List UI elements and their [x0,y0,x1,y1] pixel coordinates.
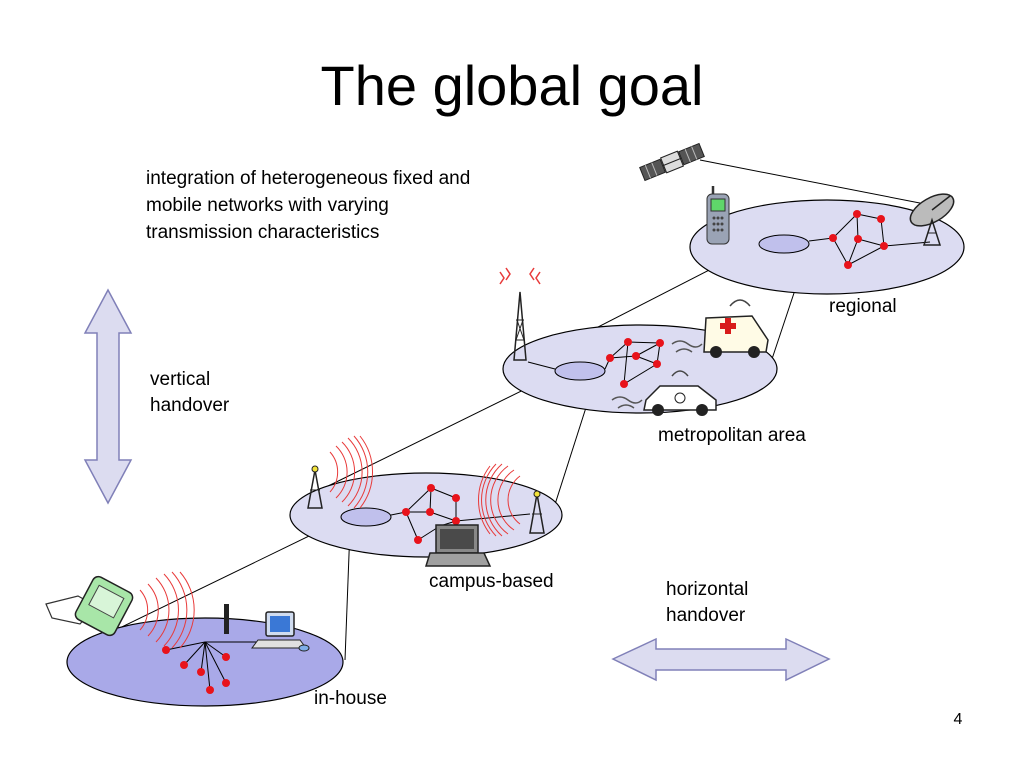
metropolitan-label: metropolitan area [658,425,806,446]
link-inhouse-campus [94,519,343,641]
pda-icon [45,571,195,649]
vertical-handover-arrow [83,288,133,505]
radio-tower-icon [307,435,373,509]
signal-waves-icon [329,435,373,509]
laptop-icon [424,524,492,567]
radio-tower-icon [499,267,541,361]
police-car-icon [611,370,717,416]
campus-area [289,472,563,558]
vertical-handover-label: vertical handover [150,367,229,419]
signal-icon [499,267,541,285]
link-campus-metro [549,394,591,521]
ambulance-icon [671,299,769,358]
label-line: vertical [150,369,211,390]
slide-title: The global goal [320,54,704,117]
campus-network-graph [390,484,531,544]
regional-network-graph [808,210,931,269]
page-number: 4 [954,711,963,728]
signal-waves-icon [139,571,195,649]
horizontal-handover-arrow [611,637,831,682]
label-line: horizontal [666,579,749,600]
satellite-icon [639,142,705,182]
regional-label: regional [829,296,897,317]
satellite-dish-link [699,159,931,206]
gateway-node [554,361,606,381]
intro-line: transmission characteristics [146,222,380,243]
intro-line: mobile networks with varying [146,195,389,216]
label-line: handover [150,395,230,416]
regional-area [689,199,965,295]
desktop-computer-icon [251,611,310,652]
in-house-star-network [162,641,300,694]
gateway-node [340,507,392,527]
cell-phone-icon [706,186,730,245]
gateway-node [758,234,810,254]
wireless-access-point-icon [224,604,229,634]
horizontal-handover-label: horizontal handover [666,577,748,629]
satellite-dish-icon [909,193,955,246]
intro-line: integration of heterogeneous fixed and [146,168,471,189]
in-house-label: in-house [314,688,387,709]
radio-tower-icon [477,463,545,537]
link-campus-metro [319,371,561,491]
metro-network-graph [527,338,664,388]
campus-label: campus-based [429,571,554,592]
label-line: handover [666,605,746,626]
signal-waves-icon [477,463,521,537]
intro-text: integration of heterogeneous fixed and m… [146,165,566,246]
